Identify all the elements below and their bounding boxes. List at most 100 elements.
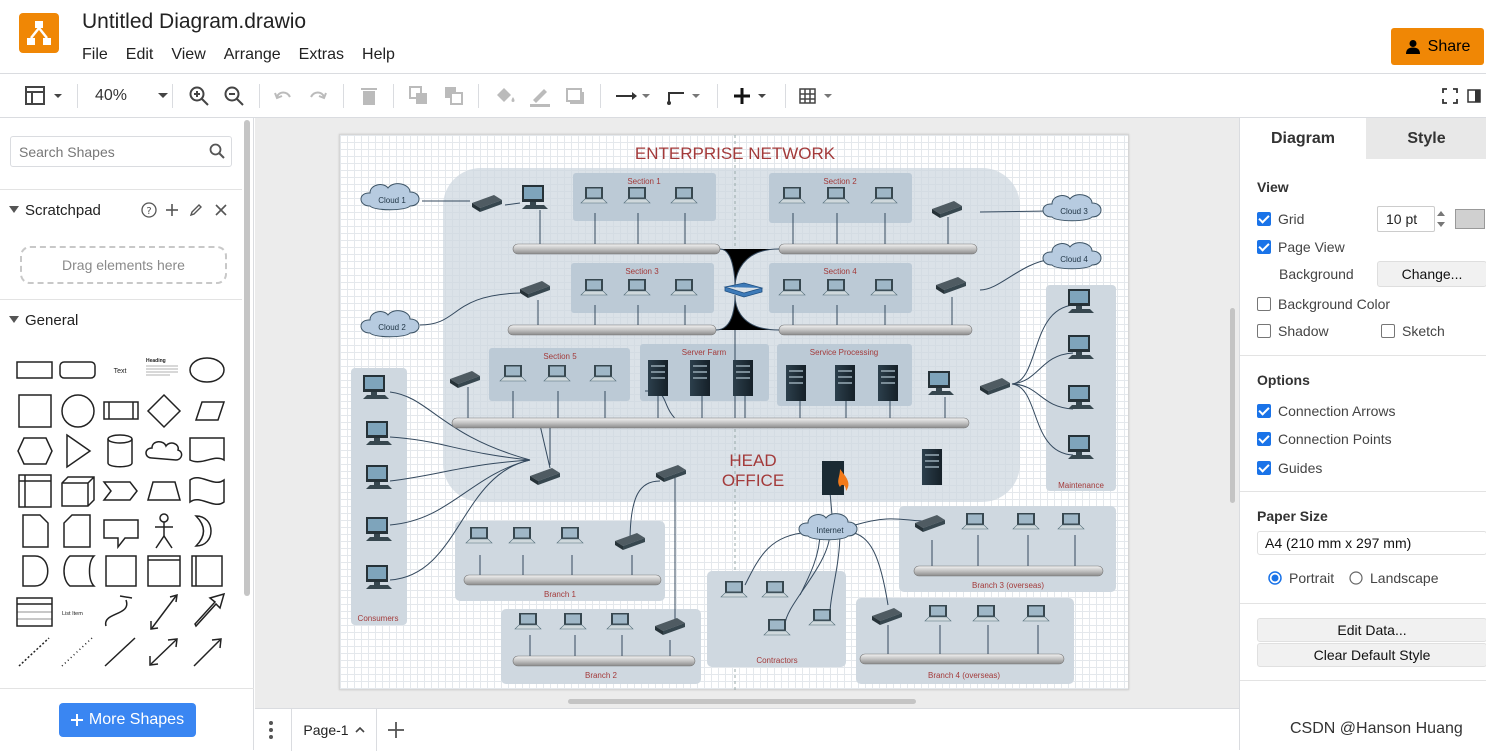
group-label-branch2[interactable]: Branch 2 — [585, 671, 618, 680]
shape-diamond[interactable] — [146, 393, 182, 429]
grid-color-swatch[interactable] — [1455, 209, 1485, 229]
fill-color-button[interactable] — [493, 82, 517, 110]
line-color-button[interactable] — [528, 82, 552, 110]
page-tab[interactable]: Page-1 — [291, 709, 377, 751]
shape-cube[interactable] — [61, 476, 95, 507]
menu-extras[interactable]: Extras — [298, 46, 345, 63]
shape-square-2[interactable] — [105, 555, 137, 587]
sketch-option[interactable]: Sketch — [1381, 323, 1445, 339]
connection-points-option[interactable]: Connection Points — [1257, 431, 1392, 447]
add-page-icon[interactable] — [387, 721, 405, 739]
shape-curve[interactable] — [105, 595, 133, 627]
share-button[interactable]: Share — [1391, 28, 1484, 65]
shape-callout[interactable] — [103, 519, 139, 550]
add-icon[interactable] — [165, 203, 179, 217]
connection-points-checkbox[interactable] — [1257, 432, 1271, 446]
shape-tape[interactable] — [189, 477, 225, 505]
landscape-option[interactable]: Landscape — [1349, 570, 1439, 586]
shape-cylinder[interactable] — [107, 434, 133, 468]
shape-line[interactable] — [104, 637, 136, 667]
group-label-section4[interactable]: Section 4 — [823, 267, 857, 276]
cloud-label-1[interactable]: Cloud 1 — [378, 196, 406, 205]
general-header[interactable]: General — [0, 300, 242, 340]
grid-size-stepper[interactable] — [1435, 207, 1447, 231]
connection-style-button[interactable] — [614, 82, 654, 110]
zoom-select[interactable]: 40% — [95, 82, 169, 110]
shape-trapezoid[interactable] — [147, 481, 181, 501]
shape-internal-storage[interactable] — [18, 474, 52, 508]
group-label-maintenance[interactable]: Maintenance — [1058, 481, 1104, 490]
menu-arrange[interactable]: Arrange — [223, 46, 281, 63]
edit-icon[interactable] — [189, 203, 203, 217]
group-label-branch4[interactable]: Branch 4 (overseas) — [928, 671, 1000, 680]
guides-checkbox[interactable] — [1257, 461, 1271, 475]
group-label-section3[interactable]: Section 3 — [625, 267, 659, 276]
group-label-section1[interactable]: Section 1 — [627, 177, 661, 186]
diagram-canvas[interactable]: ENTERPRISE NETWORK HEAD OFFICE Section 1… — [255, 118, 1239, 708]
head-office-label-line1[interactable]: HEAD — [729, 451, 776, 470]
group-label-section5[interactable]: Section 5 — [543, 352, 577, 361]
landscape-radio[interactable] — [1349, 571, 1363, 585]
cloud-label-4[interactable]: Cloud 4 — [1060, 255, 1088, 264]
scratchpad-header[interactable]: Scratchpad ? — [0, 190, 242, 230]
menu-file[interactable]: File — [82, 46, 108, 63]
menu-edit[interactable]: Edit — [125, 46, 154, 63]
portrait-radio[interactable] — [1268, 571, 1282, 585]
waypoints-button[interactable] — [666, 82, 706, 110]
tab-style[interactable]: Style — [1366, 118, 1486, 159]
connection-arrows-checkbox[interactable] — [1257, 404, 1271, 418]
diagram-title[interactable]: ENTERPRISE NETWORK — [635, 144, 836, 163]
shape-bidirectional-arrow[interactable] — [150, 593, 178, 630]
shape-list-text[interactable]: List Item — [62, 611, 83, 617]
grid-size-input[interactable]: 10 pt — [1377, 206, 1435, 232]
group-label-server-farm[interactable]: Server Farm — [682, 348, 727, 357]
scratchpad-dropzone[interactable]: Drag elements here — [20, 246, 227, 284]
connection-arrows-option[interactable]: Connection Arrows — [1257, 403, 1396, 419]
menu-help[interactable]: Help — [362, 46, 395, 63]
shapes-scrollbar[interactable] — [244, 120, 250, 596]
undo-button[interactable] — [272, 82, 294, 110]
shape-frame[interactable] — [191, 555, 223, 587]
menu-view[interactable]: View — [171, 46, 206, 63]
shape-bidirectional-connector[interactable] — [149, 638, 178, 666]
document-title[interactable]: Untitled Diagram.drawio — [82, 10, 307, 33]
shape-arrow[interactable] — [194, 592, 226, 628]
clear-default-style-button[interactable]: Clear Default Style — [1257, 643, 1486, 667]
redo-button[interactable] — [307, 82, 329, 110]
shadow-checkbox[interactable] — [1257, 324, 1271, 338]
chevron-up-icon[interactable] — [355, 726, 365, 734]
shape-dotted-line[interactable] — [61, 637, 93, 667]
cloud-label-3[interactable]: Cloud 3 — [1060, 207, 1088, 216]
shape-directional-connector[interactable] — [193, 638, 222, 667]
to-back-button[interactable] — [443, 82, 465, 110]
shape-circle[interactable] — [61, 394, 95, 428]
more-shapes-button[interactable]: More Shapes — [59, 703, 196, 737]
zoom-out-button[interactable] — [223, 82, 245, 110]
format-panel-button[interactable] — [24, 82, 68, 110]
shape-process[interactable] — [103, 401, 139, 420]
canvas-horizontal-scrollbar[interactable] — [568, 699, 916, 704]
search-shapes-input[interactable] — [10, 136, 232, 167]
group-label-service-processing[interactable]: Service Processing — [810, 348, 878, 357]
shape-document[interactable] — [189, 437, 225, 463]
shape-note[interactable] — [22, 514, 49, 548]
portrait-option[interactable]: Portrait — [1268, 570, 1334, 586]
cloud-label-internet[interactable]: Internet — [816, 526, 844, 535]
sketch-checkbox[interactable] — [1381, 324, 1395, 338]
close-icon[interactable] — [214, 203, 228, 217]
toggle-panel-button[interactable] — [1466, 82, 1482, 110]
more-vertical-icon[interactable] — [268, 720, 274, 740]
insert-button[interactable] — [732, 82, 772, 110]
drawio-logo[interactable] — [19, 13, 59, 53]
delete-button[interactable] — [358, 82, 380, 110]
group-label-branch3[interactable]: Branch 3 (overseas) — [972, 581, 1044, 590]
group-label-branch1[interactable]: Branch 1 — [544, 590, 577, 599]
shape-parallelogram[interactable] — [194, 401, 226, 421]
canvas-vertical-scrollbar[interactable] — [1230, 308, 1235, 503]
edit-data-button[interactable]: Edit Data... — [1257, 618, 1486, 642]
shape-rectangle[interactable] — [16, 361, 53, 379]
help-icon[interactable]: ? — [141, 202, 157, 218]
background-color-checkbox[interactable] — [1257, 297, 1271, 311]
page-view-option[interactable]: Page View — [1257, 239, 1345, 255]
shape-table[interactable] — [16, 597, 53, 627]
